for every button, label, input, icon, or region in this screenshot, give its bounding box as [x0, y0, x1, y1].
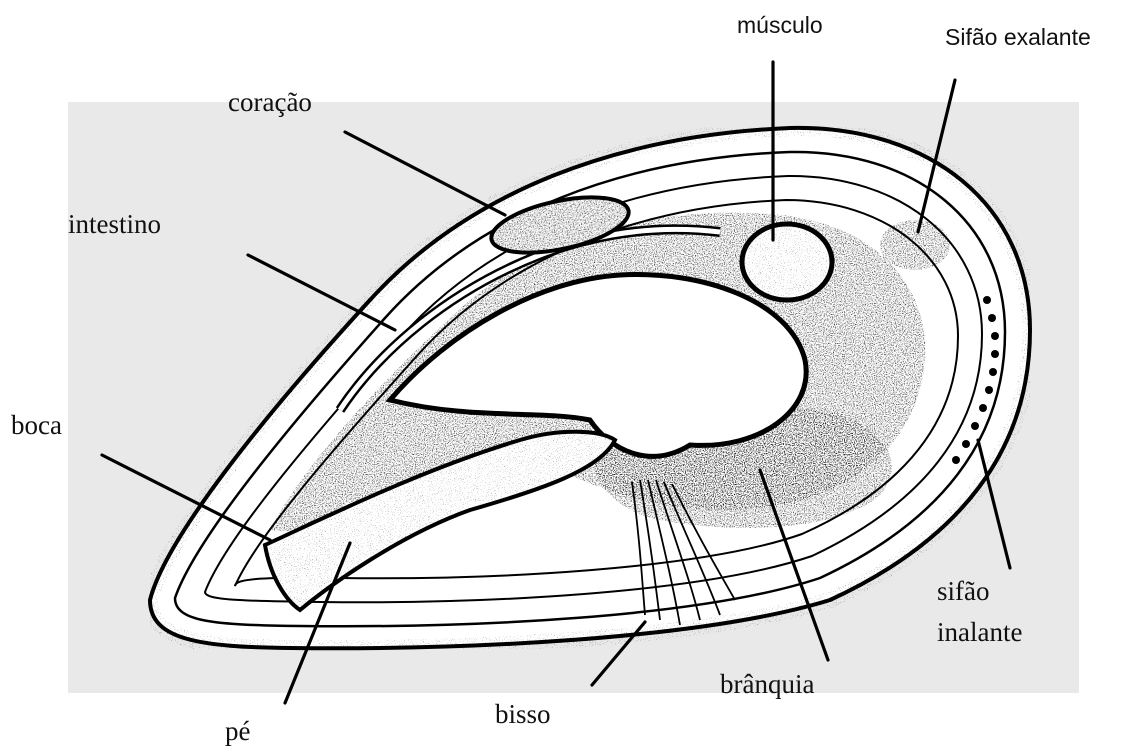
label-coracao: coração — [228, 87, 312, 117]
label-musculo: músculo — [737, 12, 823, 38]
label-sifao-exalante: Sifão exalante — [945, 24, 1091, 50]
label-branquia: brânquia — [720, 669, 814, 699]
label-sifao-inalante-line2: inalante — [937, 617, 1022, 647]
label-sifao-inalante-line1: sifão — [937, 576, 989, 606]
label-pe: pé — [225, 716, 251, 746]
exhalant-siphon-region — [880, 220, 950, 270]
label-intestino: intestino — [68, 209, 161, 239]
label-bisso: bisso — [495, 699, 551, 729]
label-boca: boca — [11, 410, 62, 440]
